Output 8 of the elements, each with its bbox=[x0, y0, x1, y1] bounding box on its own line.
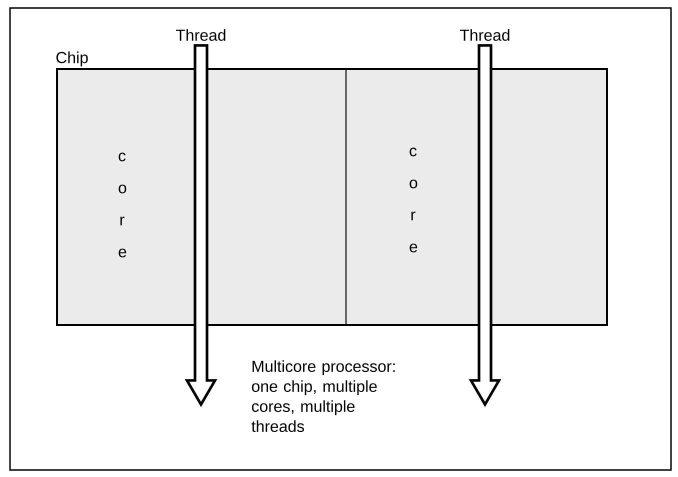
thread-label: Thread bbox=[176, 29, 226, 41]
node-label: Chip bbox=[56, 51, 88, 66]
caption-text: Multicore processor: one chip, multiple cores, multiple threads bbox=[252, 360, 395, 432]
thread-arrow bbox=[468, 44, 502, 408]
thread-label: Thread bbox=[460, 29, 510, 41]
thread-arrow bbox=[184, 44, 218, 408]
core-box: c o r e bbox=[56, 68, 347, 326]
core-box: c o r e bbox=[345, 68, 608, 326]
